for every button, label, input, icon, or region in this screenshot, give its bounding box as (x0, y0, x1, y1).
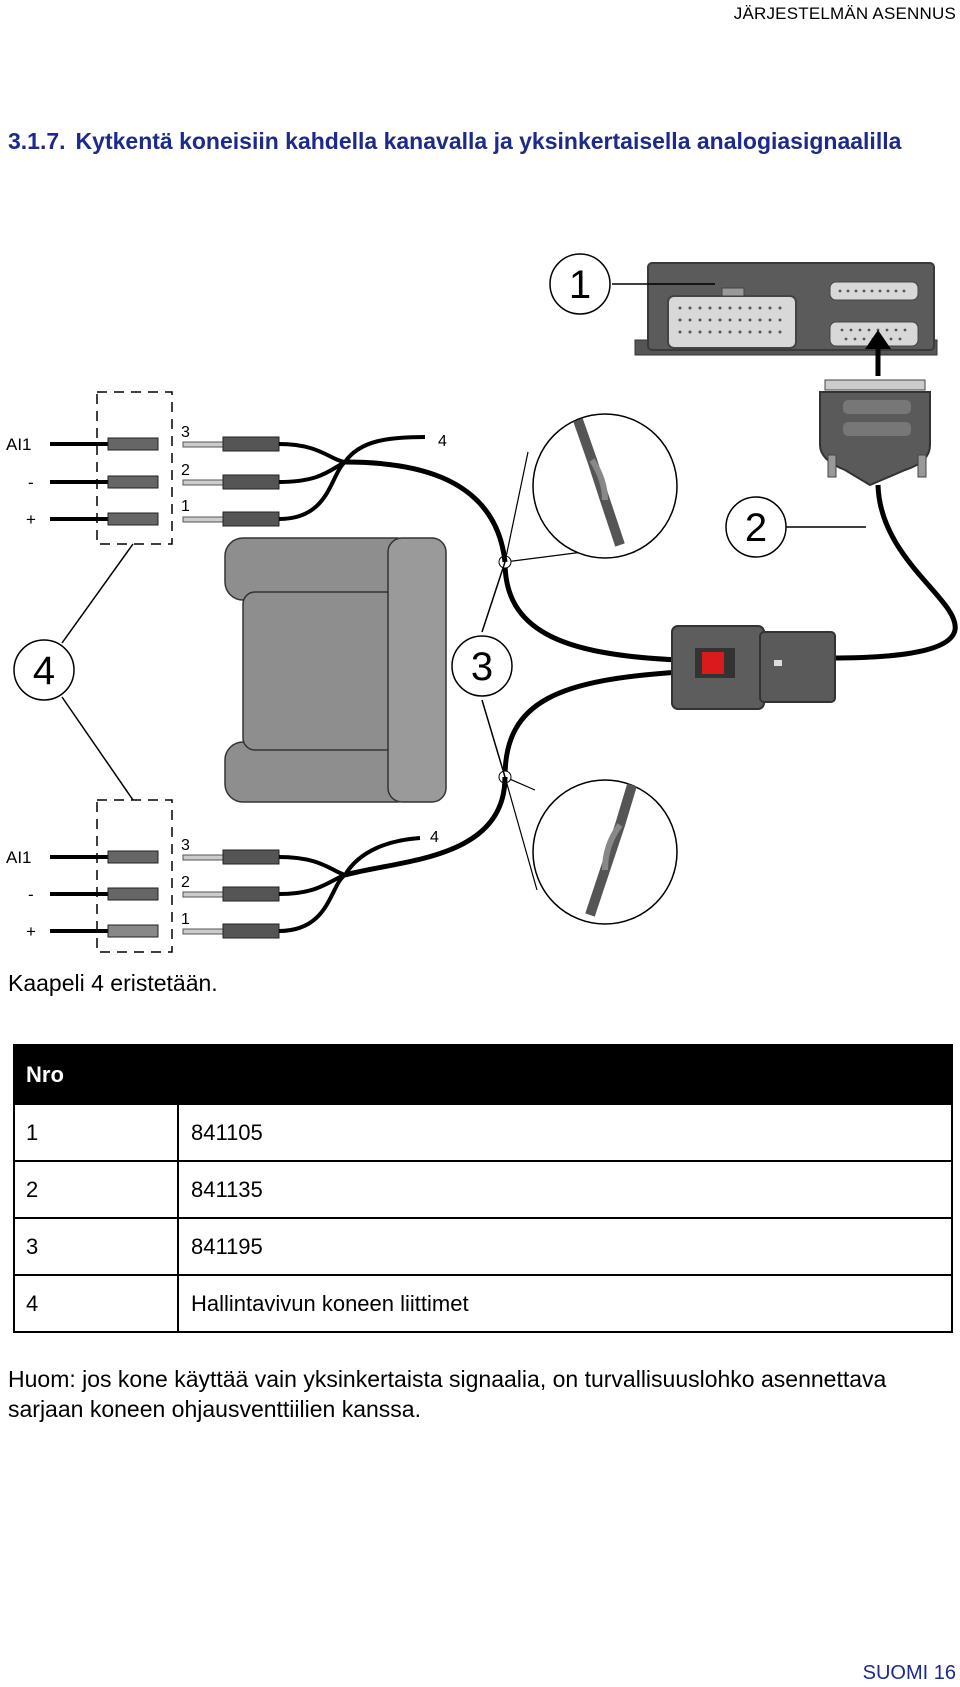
svg-text:2: 2 (181, 874, 190, 891)
row-number: 4 (13, 1274, 179, 1333)
wire-numbers-top: 3 2 1 4 (181, 424, 447, 515)
column-header-nro: Nro (13, 1044, 179, 1105)
connector-group-top (50, 391, 508, 563)
svg-text:2: 2 (181, 462, 190, 479)
svg-text:+: + (26, 510, 36, 529)
svg-text:-: - (28, 473, 34, 492)
svg-text:4: 4 (33, 649, 55, 693)
up-arrow-icon (865, 330, 891, 376)
svg-text:-: - (28, 885, 34, 904)
dsub-connector (819, 379, 958, 661)
row-number: 3 (13, 1217, 179, 1276)
svg-text:2: 2 (745, 506, 767, 550)
figure-caption: Kaapeli 4 eristetään. (8, 970, 218, 996)
wiring-diagram: 1 2 3 4 AI1 - + 3 2 1 4 AI1 - + 3 2 1 4 (6, 253, 958, 953)
column-header-description (177, 1044, 953, 1105)
table-row: 4 Hallintavivun koneen liittimet (13, 1274, 953, 1333)
section-title: 3.1.7. Kytkentä koneisiin kahdella kanava… (8, 126, 908, 157)
svg-text:1: 1 (181, 911, 190, 928)
svg-text:+: + (26, 922, 36, 941)
callout-4: 4 (13, 639, 75, 701)
row-value: 841135 (177, 1160, 953, 1219)
wire-numbers-bottom: 3 2 1 4 (181, 829, 439, 928)
row-value: 841105 (177, 1103, 953, 1162)
svg-text:4: 4 (438, 433, 447, 450)
page-footer: SUOMI 16 (862, 1662, 956, 1684)
svg-text:AI1: AI1 (6, 435, 32, 454)
callout-leaders (61, 283, 866, 801)
pin-labels-top: AI1 - + (6, 435, 36, 529)
junction-connector (502, 561, 836, 778)
table-row: 1 841105 (13, 1103, 953, 1162)
detail-inset-top (498, 413, 678, 569)
pin-labels-bottom: AI1 - + (6, 848, 36, 941)
svg-text:3: 3 (181, 837, 190, 854)
table-header-row: Nro (13, 1044, 953, 1105)
section-title-text: Kytkentä koneisiin kahdella kanavalla ja… (75, 128, 902, 154)
svg-text:1: 1 (181, 498, 190, 515)
note-paragraph: Huom: jos kone käyttää vain yksinkertais… (8, 1366, 887, 1422)
row-value: Hallintavivun koneen liittimet (177, 1274, 953, 1333)
svg-text:AI1: AI1 (6, 848, 32, 867)
svg-text:3: 3 (471, 645, 493, 689)
connector-group-bottom (50, 776, 508, 953)
svg-text:1: 1 (569, 263, 591, 307)
detail-inset-bottom (498, 770, 678, 925)
callout-2: 2 (725, 496, 787, 558)
callout-3: 3 (451, 635, 513, 697)
table-row: 3 841195 (13, 1217, 953, 1276)
row-number: 2 (13, 1160, 179, 1219)
table-row: 2 841135 (13, 1160, 953, 1219)
control-unit (634, 262, 938, 356)
running-header: JÄRJESTELMÄN ASENNUS (733, 4, 956, 23)
callout-1: 1 (549, 253, 611, 315)
operator-seat (224, 537, 447, 803)
parts-table: Nro 1 841105 2 841135 3 841195 4 Hallint… (13, 1044, 953, 1333)
svg-text:3: 3 (181, 424, 190, 441)
row-number: 1 (13, 1103, 179, 1162)
section-number: 3.1.7. (8, 128, 66, 154)
svg-text:4: 4 (430, 829, 439, 846)
row-value: 841195 (177, 1217, 953, 1276)
